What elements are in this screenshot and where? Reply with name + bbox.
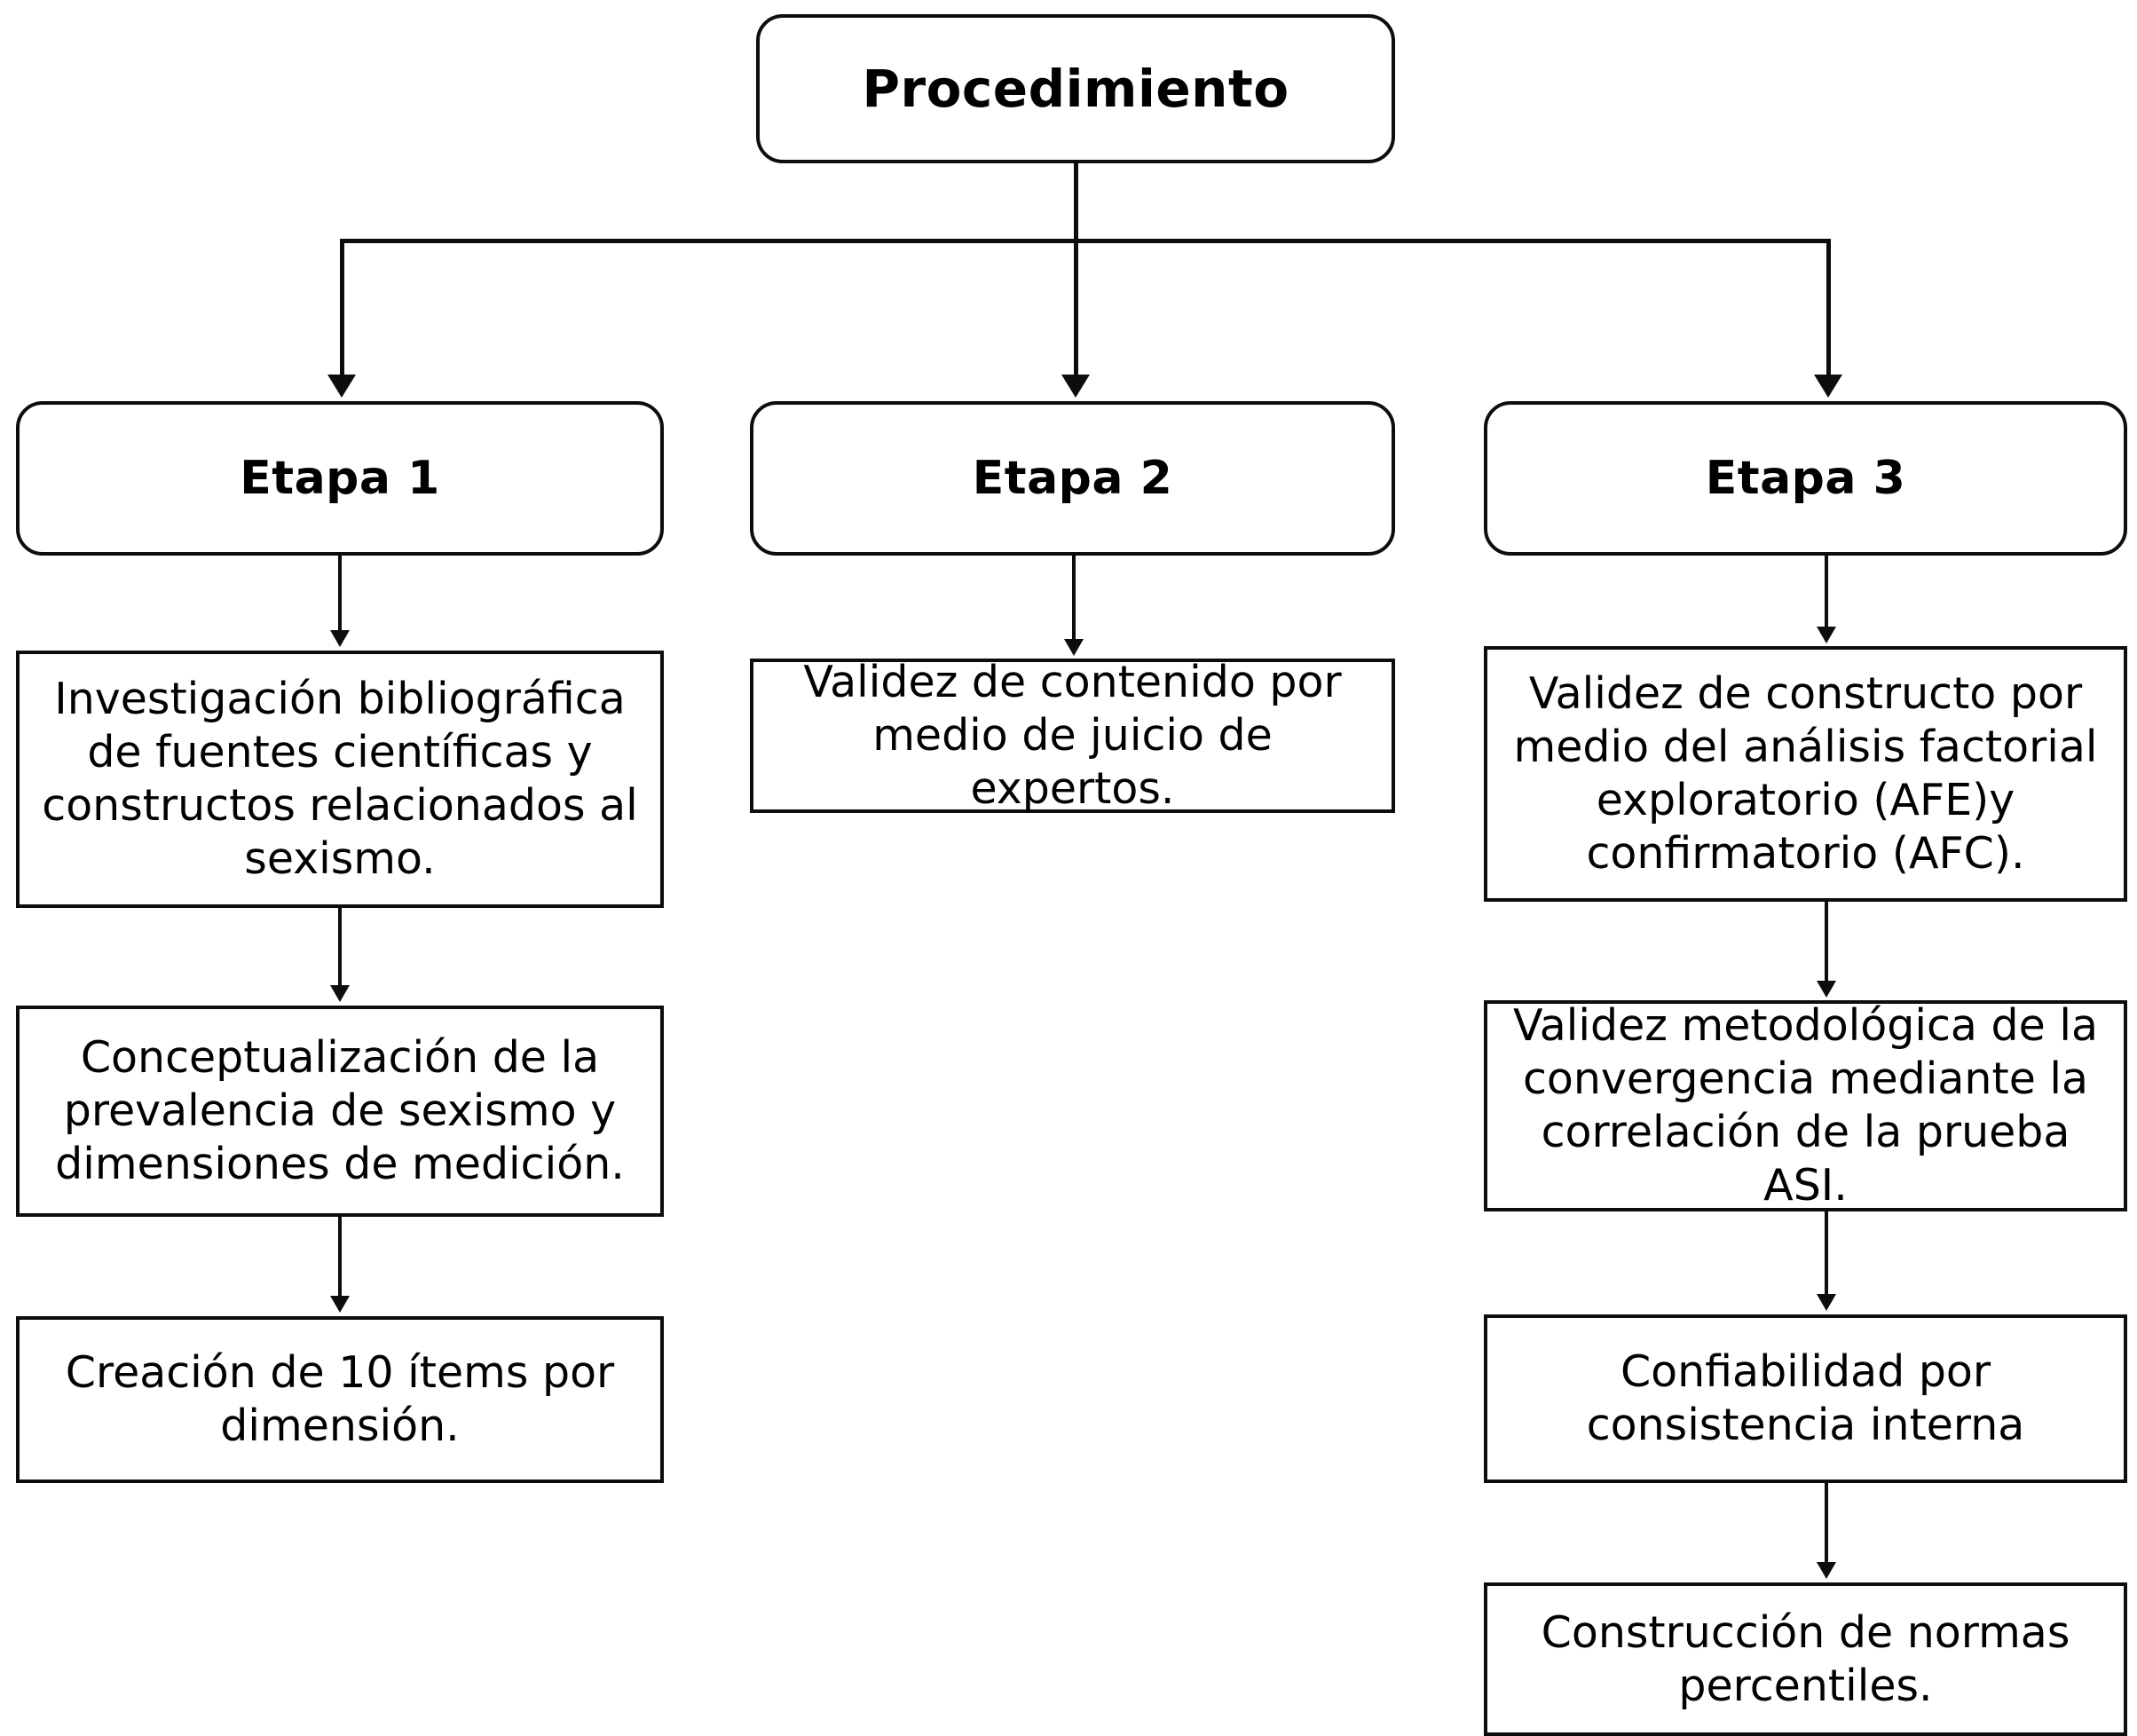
node-c3-s2-label: Validez metodológica de la convergencia …: [1513, 1000, 2098, 1211]
node-c1-s3: Creación de 10 ítems por dimensión.: [16, 1316, 664, 1483]
arrowhead-etapa-2: [1061, 375, 1090, 398]
connector-branch-to-etapa-2: [1074, 239, 1078, 379]
arrowhead-c3-s3: [1817, 1294, 1836, 1311]
node-c3-s2: Validez metodológica de la convergencia …: [1484, 1000, 2127, 1211]
node-c3-s3: Confiabilidad por consistencia interna: [1484, 1314, 2127, 1483]
node-c3-s3-label: Confiabilidad por consistencia interna: [1586, 1346, 2025, 1450]
connector-c1-s1-to-c1-s2: [338, 908, 342, 988]
connector-etapa-1-to-c1-s1: [338, 556, 342, 634]
node-c2-s1-label: Validez de contenido por medio de juicio…: [803, 657, 1342, 814]
node-etapa-2-label: Etapa 2: [972, 451, 1173, 505]
node-c1-s1: Investigación bibliográfica de fuentes c…: [16, 651, 664, 908]
connector-branch-to-etapa-1: [340, 239, 344, 379]
arrowhead-c1-s1: [330, 630, 350, 647]
connector-procedimiento-stem: [1074, 163, 1078, 243]
arrowhead-c1-s2: [330, 985, 350, 1002]
node-c1-s2: Conceptualización de la prevalencia de s…: [16, 1006, 664, 1217]
connector-c3-s3-to-c3-s4: [1825, 1483, 1828, 1565]
node-procedimiento-label: Procedimiento: [862, 58, 1289, 119]
connector-branch-bar: [340, 239, 1831, 243]
connector-etapa-3-to-c3-s1: [1825, 556, 1828, 630]
node-c3-s1: Validez de constructo por medio del anál…: [1484, 646, 2127, 902]
arrowhead-etapa-1: [327, 375, 356, 398]
connector-c1-s2-to-c1-s3: [338, 1217, 342, 1298]
node-etapa-3: Etapa 3: [1484, 401, 2127, 556]
connector-c3-s2-to-c3-s3: [1825, 1211, 1828, 1297]
node-c3-s1-label: Validez de constructo por medio del anál…: [1513, 668, 2098, 879]
connector-branch-to-etapa-3: [1826, 239, 1831, 379]
node-c2-s1: Validez de contenido por medio de juicio…: [750, 657, 1395, 814]
node-etapa-1: Etapa 1: [16, 401, 664, 556]
node-c1-s3-label: Creación de 10 ítems por dimensión.: [65, 1347, 615, 1451]
node-etapa-2: Etapa 2: [750, 401, 1395, 556]
node-etapa-1-label: Etapa 1: [240, 451, 440, 505]
connector-c3-s1-to-c3-s2: [1825, 902, 1828, 983]
arrowhead-c1-s3: [330, 1296, 350, 1313]
arrowhead-c2-s1: [1064, 639, 1084, 656]
connector-etapa-2-to-c2-s1: [1072, 556, 1076, 643]
node-procedimiento: Procedimiento: [756, 14, 1395, 163]
arrowhead-c3-s1: [1817, 627, 1836, 643]
arrowhead-c3-s4: [1817, 1562, 1836, 1579]
node-c1-s1-label: Investigación bibliográfica de fuentes c…: [42, 674, 638, 884]
node-c3-s4: Construcción de normas percentiles.: [1484, 1582, 2127, 1736]
node-c3-s4-label: Construcción de normas percentiles.: [1541, 1606, 2070, 1711]
node-c1-s2-label: Conceptualización de la prevalencia de s…: [55, 1032, 625, 1189]
arrowhead-c3-s2: [1817, 981, 1836, 998]
node-etapa-3-label: Etapa 3: [1705, 451, 1906, 505]
arrowhead-etapa-3: [1814, 375, 1842, 398]
